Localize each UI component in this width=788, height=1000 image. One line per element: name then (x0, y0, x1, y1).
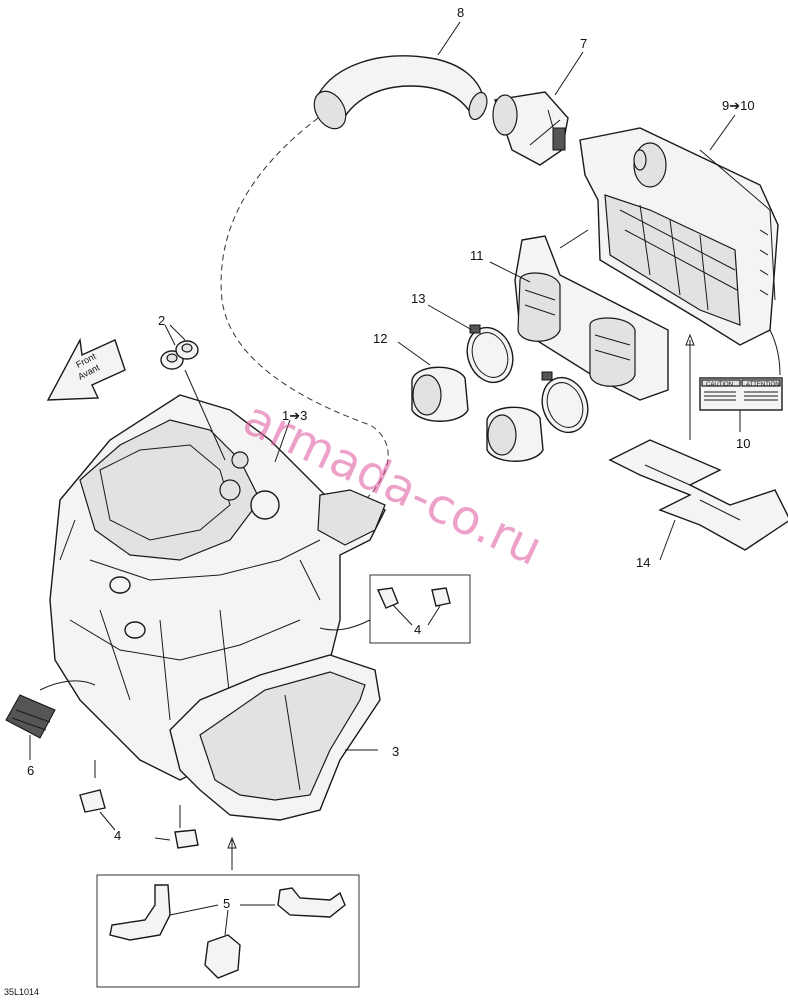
callout-14: 14 (636, 555, 650, 570)
part-8-intake-hose (313, 55, 488, 130)
callout-8: 8 (457, 5, 464, 20)
part-5-brackets-box (96, 836, 360, 988)
callout-4-lower: 4 (114, 828, 121, 843)
callout-7: 7 (580, 36, 587, 51)
callout-1-3: 1➔3 (282, 408, 307, 423)
callout-13: 13 (411, 291, 425, 306)
callout-2: 2 (158, 313, 165, 328)
part-13-clamps (466, 324, 589, 434)
callout-12: 12 (373, 331, 387, 346)
callout-9-10: 9➔10 (722, 98, 755, 113)
callout-leader-lines (29, 21, 741, 760)
part-9-air-box-cover (579, 127, 779, 346)
part-11-air-box-base (514, 235, 669, 401)
decal-attention-text: ATTENTION (746, 382, 780, 388)
figure-code: 35L1014 (4, 987, 39, 997)
front-direction-arrow: Front Avant (46, 337, 126, 401)
part-4-clips-lower (79, 760, 199, 849)
callout-10: 10 (736, 436, 750, 451)
part-10-decal (699, 377, 783, 411)
decal-caution-text: CAUTION (706, 382, 733, 388)
part-3-frame (169, 654, 381, 821)
part-6-label (5, 680, 96, 739)
callout-5: 5 (223, 896, 230, 911)
part-14-seal-sheet (608, 439, 788, 551)
leader-lines-airbox (559, 229, 781, 440)
part-4-clips-box (319, 574, 471, 644)
part-7-intake-adaptor (492, 91, 569, 166)
callout-11: 11 (470, 248, 484, 263)
callout-6: 6 (27, 763, 34, 778)
part-2-grommets (160, 340, 199, 370)
routing-dashed-line (220, 117, 389, 501)
callout-3: 3 (392, 744, 399, 759)
callout-4-upper: 4 (414, 622, 421, 637)
part-12-couplings (411, 366, 544, 462)
